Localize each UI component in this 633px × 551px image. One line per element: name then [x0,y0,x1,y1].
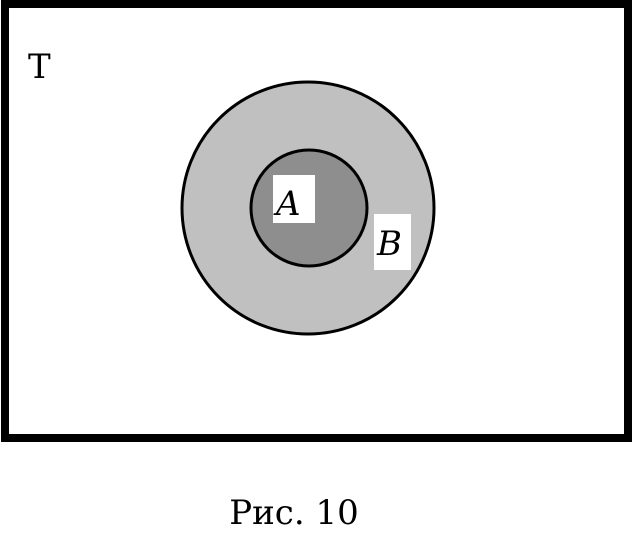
set-a-label-box [273,175,315,223]
set-b-label-box [374,214,411,270]
figure-caption: Рис. 10 [229,493,358,533]
set-b-label: B [376,224,402,264]
universe-label: T [28,47,51,87]
set-a-label: A [273,184,301,224]
